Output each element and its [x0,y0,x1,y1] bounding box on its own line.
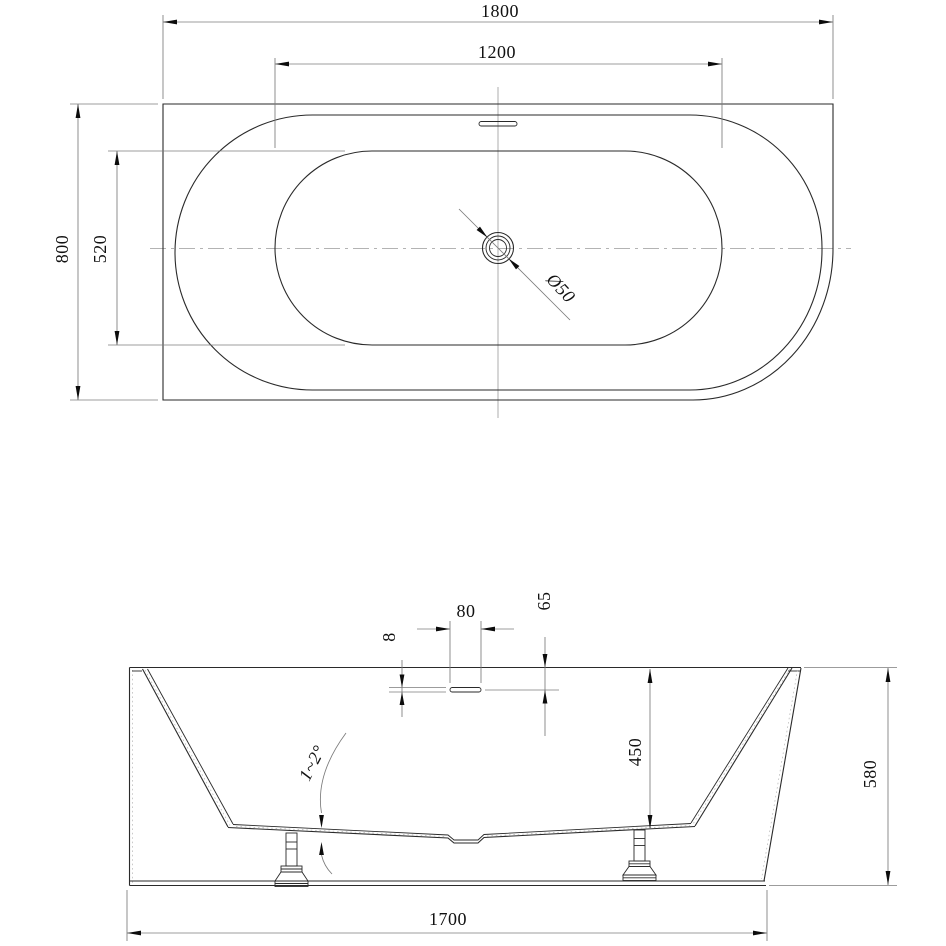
dim-overflow-width [417,621,514,683]
dim-overflow-offset [485,637,559,736]
section-leg-left [274,832,309,887]
dim-basin-width [108,150,345,346]
section-floor-bottom-line [227,825,696,844]
section-overflow-slot [449,687,482,693]
dim-inner-depth-label: 450 [625,737,645,767]
section-right-outer-wall [763,667,802,882]
dim-basin-length-label: 1200 [478,42,516,62]
section-floor-texture-left [235,826,446,837]
plan-overflow-slot [478,121,518,127]
section-floor-top-line [232,823,692,841]
dim-drain-diameter [458,208,571,321]
dim-basin-length [274,58,723,148]
plan-basin-outline [274,150,723,346]
dim-base-length-label: 1700 [429,909,467,929]
dim-overall-height-label: 580 [860,759,880,789]
section-leg-right [622,829,657,881]
plan-view [70,15,851,418]
plan-drain-middle-circle [485,235,511,261]
plan-drain-outer-circle [481,231,515,265]
section-right-inner-wall-a [694,667,793,827]
plan-drain-inner-circle [489,239,507,257]
section-left-inner-wall-texture [144,669,231,826]
dim-inner-depth [647,669,653,829]
dim-overall-width-label: 800 [52,234,72,264]
dim-overflow-width-label: 80 [456,601,476,621]
dim-overall-height [769,667,897,886]
dim-overflow-slot-height [389,660,446,717]
section-view [126,621,897,941]
dim-overflow-offset-label: 65 [534,591,554,611]
section-right-outer-wall-texture [761,669,798,880]
dim-overflow-slot-height-label: 8 [379,632,399,642]
dim-overall-length [162,15,834,99]
dim-basin-width-label: 520 [90,234,110,264]
dim-base-length [126,890,768,941]
section-right-inner-wall-b [690,667,789,824]
section-left-inner-wall-b [147,668,234,825]
section-floor-texture-right [486,825,691,837]
plan-rim-outline [174,114,823,391]
dim-overall-length-label: 1800 [481,1,519,21]
dim-overall-width [70,103,158,401]
section-left-inner-wall-a [142,668,229,828]
plan-deck-outline [162,103,834,401]
section-right-inner-wall-texture [692,668,791,825]
dim-floor-slope [319,732,347,875]
